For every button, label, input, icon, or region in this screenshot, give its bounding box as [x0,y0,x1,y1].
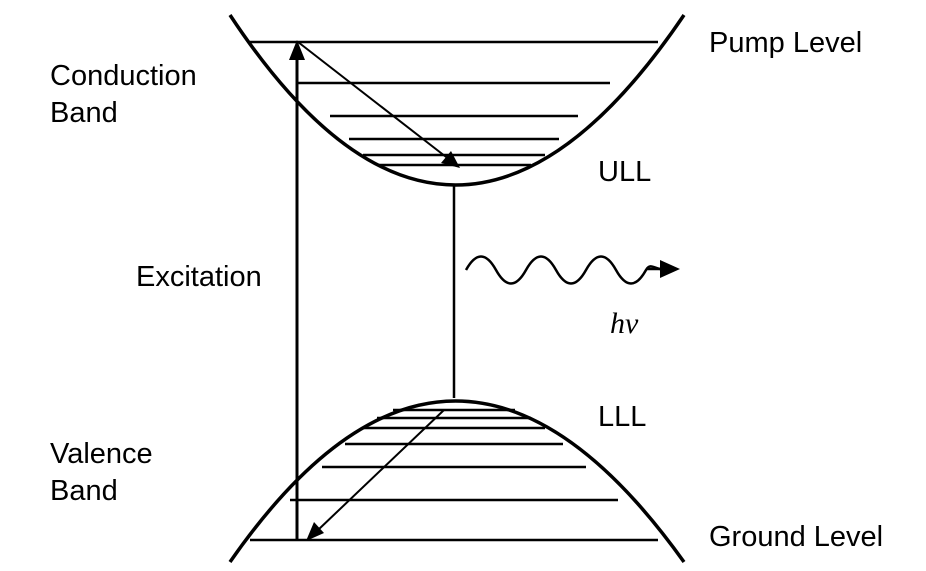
valence-relaxation-arrow [306,409,445,541]
photon-wave [464,255,680,285]
conduction-band-label-line2: Band [50,97,118,129]
photon-wave-path [464,255,661,285]
valence-relaxation-arrowhead [306,522,324,541]
ull-label: ULL [598,156,652,188]
valence-band-curve [228,399,686,564]
conduction-band-curve [228,14,686,187]
conduction-relaxation-arrowhead [441,151,460,168]
photon-energy-label: hν [610,307,639,340]
ground-level-label: Ground Level [709,521,884,553]
photon-arrowhead [660,260,680,278]
excitation-label: Excitation [136,261,262,293]
conduction-band-label-line1: Conduction [50,60,197,92]
conduction-relaxation-arrow [297,41,460,168]
lll-label: LLL [598,401,647,433]
valence-band-label-line1: Valence [50,438,153,470]
conduction-sublevels [250,40,658,167]
valence-band-label-line2: Band [50,475,118,507]
pump-level-label: Pump Level [709,27,863,59]
valence-sublevels [250,408,658,542]
excitation-arrowhead [289,40,305,60]
excitation-arrow [289,40,305,540]
